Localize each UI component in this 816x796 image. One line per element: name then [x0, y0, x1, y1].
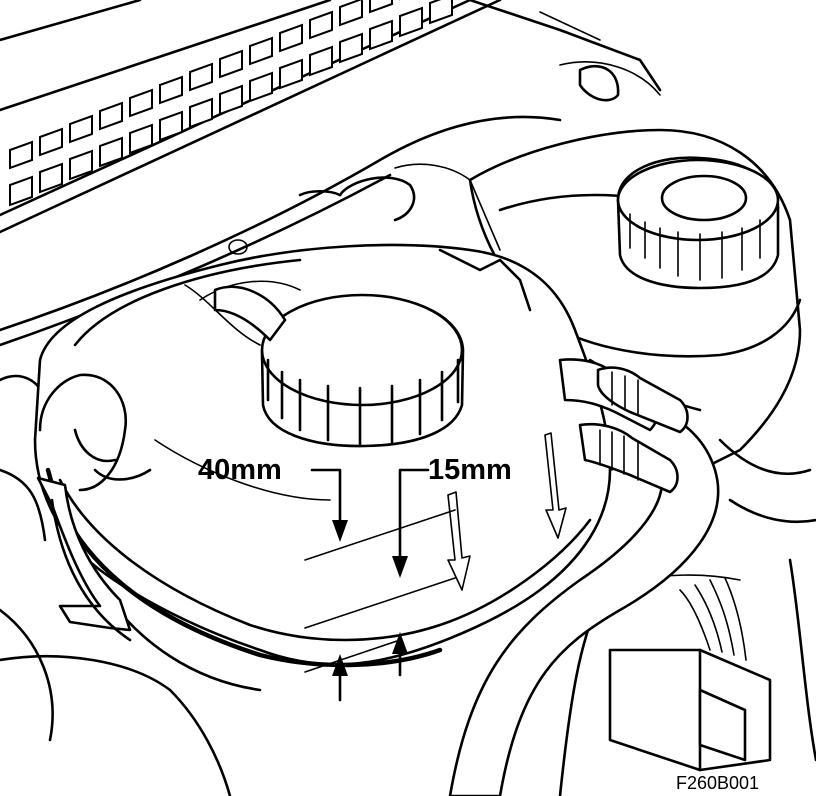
dimension-arrows — [310, 432, 567, 702]
grille-slot — [159, 110, 183, 142]
grille-slot — [279, 23, 303, 53]
grille-slot — [309, 10, 333, 40]
tank-vent-hose — [213, 285, 287, 342]
label-15mm: 15mm — [428, 454, 512, 486]
grille-slot — [99, 101, 123, 131]
bulkhead-panel — [0, 61, 661, 347]
grille-slot — [39, 127, 63, 157]
grille-slot — [249, 36, 273, 66]
expansion-tank-cap — [260, 293, 465, 448]
coolant-level-markings — [304, 509, 456, 673]
grille-slot — [159, 75, 183, 105]
grille-slot — [219, 84, 243, 116]
grille-slot — [129, 123, 153, 155]
grille-slot — [189, 97, 213, 129]
grille-slot — [189, 62, 213, 92]
figure-code: F260B001 — [676, 773, 759, 793]
grille-slot — [309, 45, 333, 77]
brake-reservoir-cap — [616, 156, 780, 290]
grille-slot — [219, 49, 243, 79]
label-40mm: 40mm — [198, 454, 282, 486]
grille-slot — [9, 140, 33, 170]
grille-slot — [369, 19, 393, 51]
grille-slot — [249, 71, 273, 103]
cowl-grille — [0, 0, 662, 234]
grille-slot — [279, 58, 303, 90]
grille-slot — [69, 149, 93, 181]
grille-slot — [99, 136, 123, 168]
tank-mounting-strap — [36, 476, 132, 642]
grille-slot — [429, 0, 453, 25]
grille-slot — [69, 114, 93, 144]
grille-slot — [399, 6, 423, 38]
wiring-connector — [558, 558, 816, 796]
grille-slot — [129, 88, 153, 118]
grille-slot — [369, 0, 393, 14]
tank-hose-outlets — [558, 358, 689, 494]
grille-slot — [339, 32, 363, 64]
grille-slot — [9, 175, 33, 207]
grille-slot — [339, 0, 363, 27]
grille-slot — [39, 162, 63, 194]
